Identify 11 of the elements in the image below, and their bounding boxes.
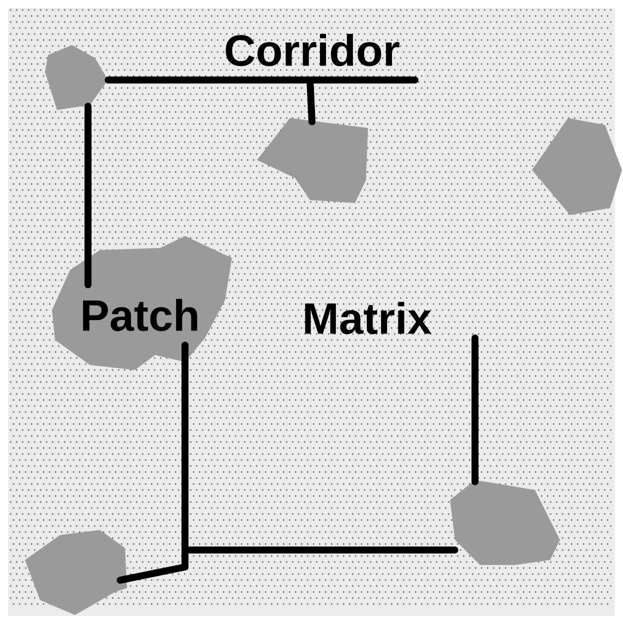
corridor-line bbox=[472, 334, 478, 486]
corridor-line bbox=[104, 76, 418, 126]
area-label: Matrix bbox=[305, 302, 432, 334]
patch-shape bbox=[532, 118, 622, 215]
corridor-line bbox=[116, 342, 188, 584]
patch-shape bbox=[25, 530, 127, 615]
area-label: Corridor bbox=[226, 34, 400, 66]
corridor-line bbox=[84, 102, 92, 288]
patch-shape bbox=[45, 45, 108, 110]
patch-shape bbox=[450, 480, 560, 565]
patch-shape bbox=[257, 118, 368, 203]
